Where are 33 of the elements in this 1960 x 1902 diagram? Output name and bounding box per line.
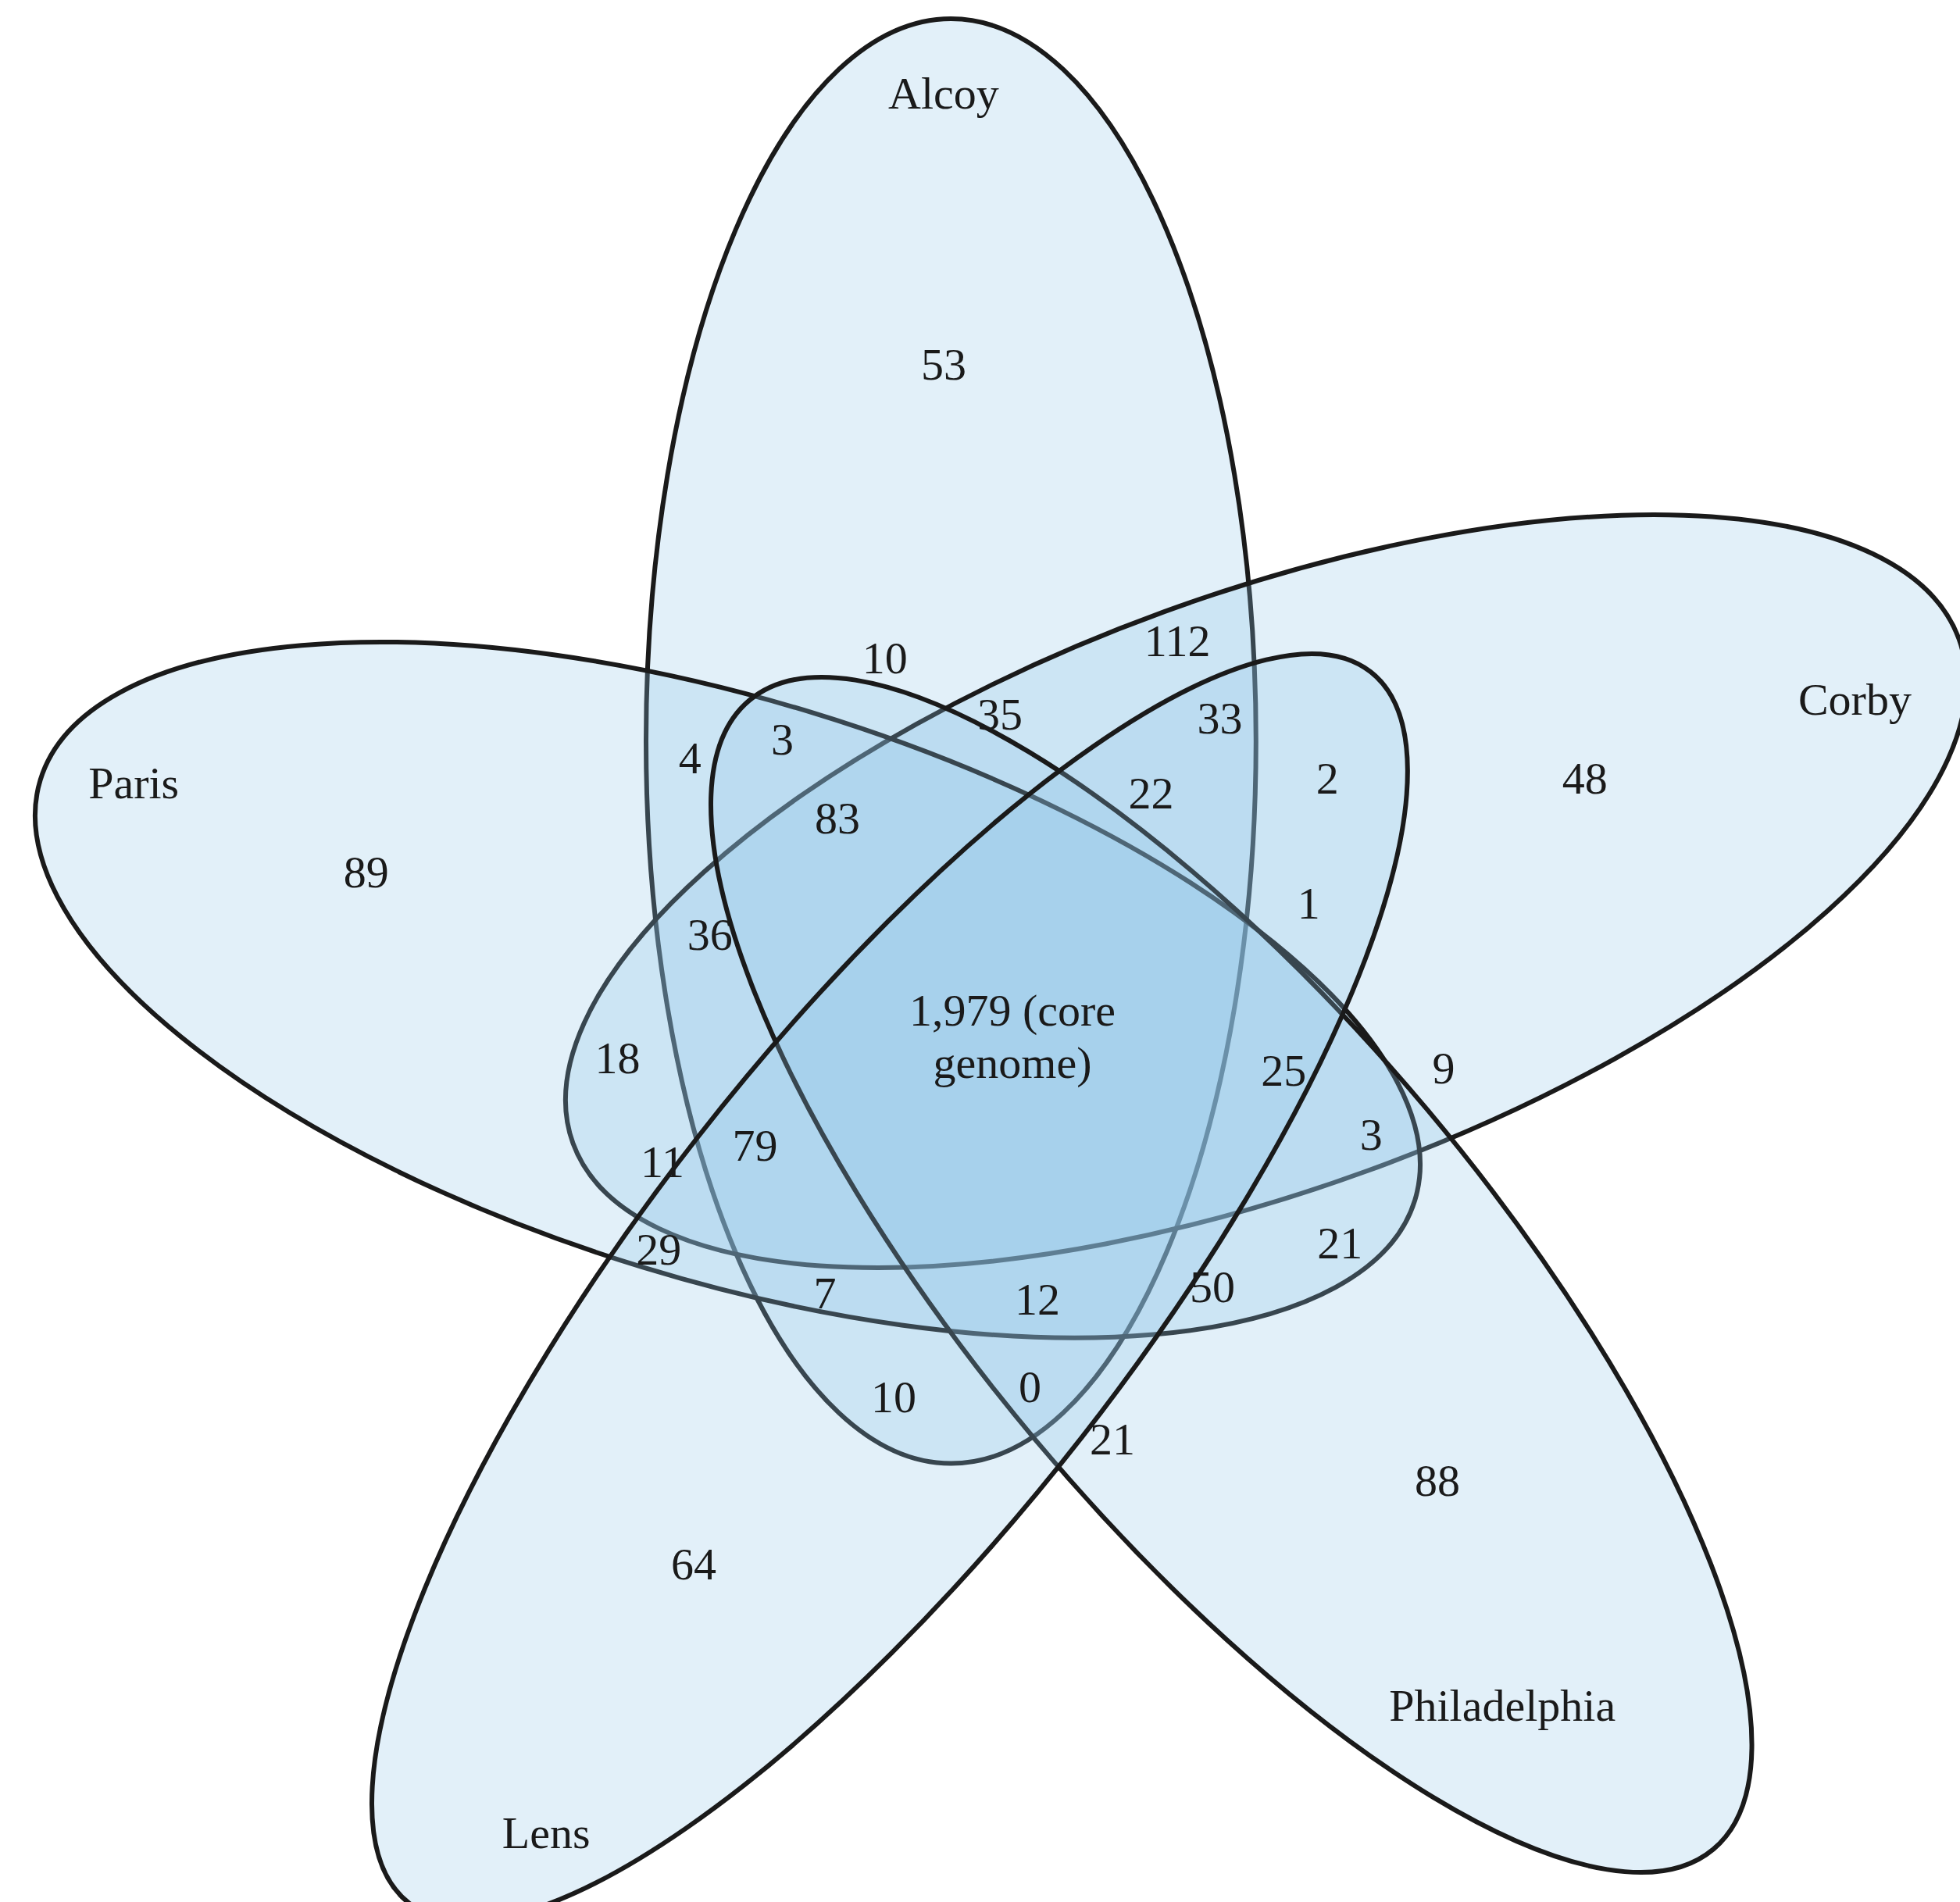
region-count: 3 [1359, 1108, 1383, 1162]
region-count: 21 [1090, 1413, 1135, 1466]
region-count: 7 [813, 1267, 837, 1320]
region-count-note: 1,979 (core genome) [908, 985, 1117, 1090]
region-count: 53 [921, 338, 966, 391]
region-count: 112 [1144, 615, 1211, 668]
region-count: 36 [687, 908, 733, 962]
region-count: 21 [1317, 1217, 1363, 1270]
region-count: 0 [1018, 1361, 1041, 1414]
region-count: 25 [1261, 1044, 1307, 1097]
region-count: 33 [1197, 692, 1243, 745]
set-name: Lens [502, 1807, 591, 1860]
region-count: 2 [1316, 752, 1339, 805]
region-count: 18 [594, 1032, 641, 1085]
region-count: 88 [1415, 1454, 1460, 1508]
region-count: 9 [1432, 1042, 1455, 1095]
region-count: 12 [1015, 1273, 1060, 1326]
region-count: 3 [771, 713, 794, 766]
region-count: 29 [636, 1223, 682, 1276]
set-name: Paris [88, 757, 180, 810]
region-count: 10 [871, 1371, 916, 1424]
region-count: 64 [671, 1538, 716, 1591]
set-name: Philadelphia [1389, 1679, 1616, 1732]
set-name: Alcoy [888, 67, 999, 120]
region-count: 10 [862, 632, 908, 685]
region-count: 83 [815, 792, 860, 845]
set-name: Corby [1798, 673, 1912, 726]
region-count: 89 [343, 846, 389, 899]
region-count: 1 [1297, 877, 1320, 930]
region-count: 4 [678, 732, 702, 785]
region-count: 22 [1128, 767, 1174, 820]
region-count: 48 [1562, 752, 1608, 805]
region-count: 79 [732, 1119, 778, 1172]
